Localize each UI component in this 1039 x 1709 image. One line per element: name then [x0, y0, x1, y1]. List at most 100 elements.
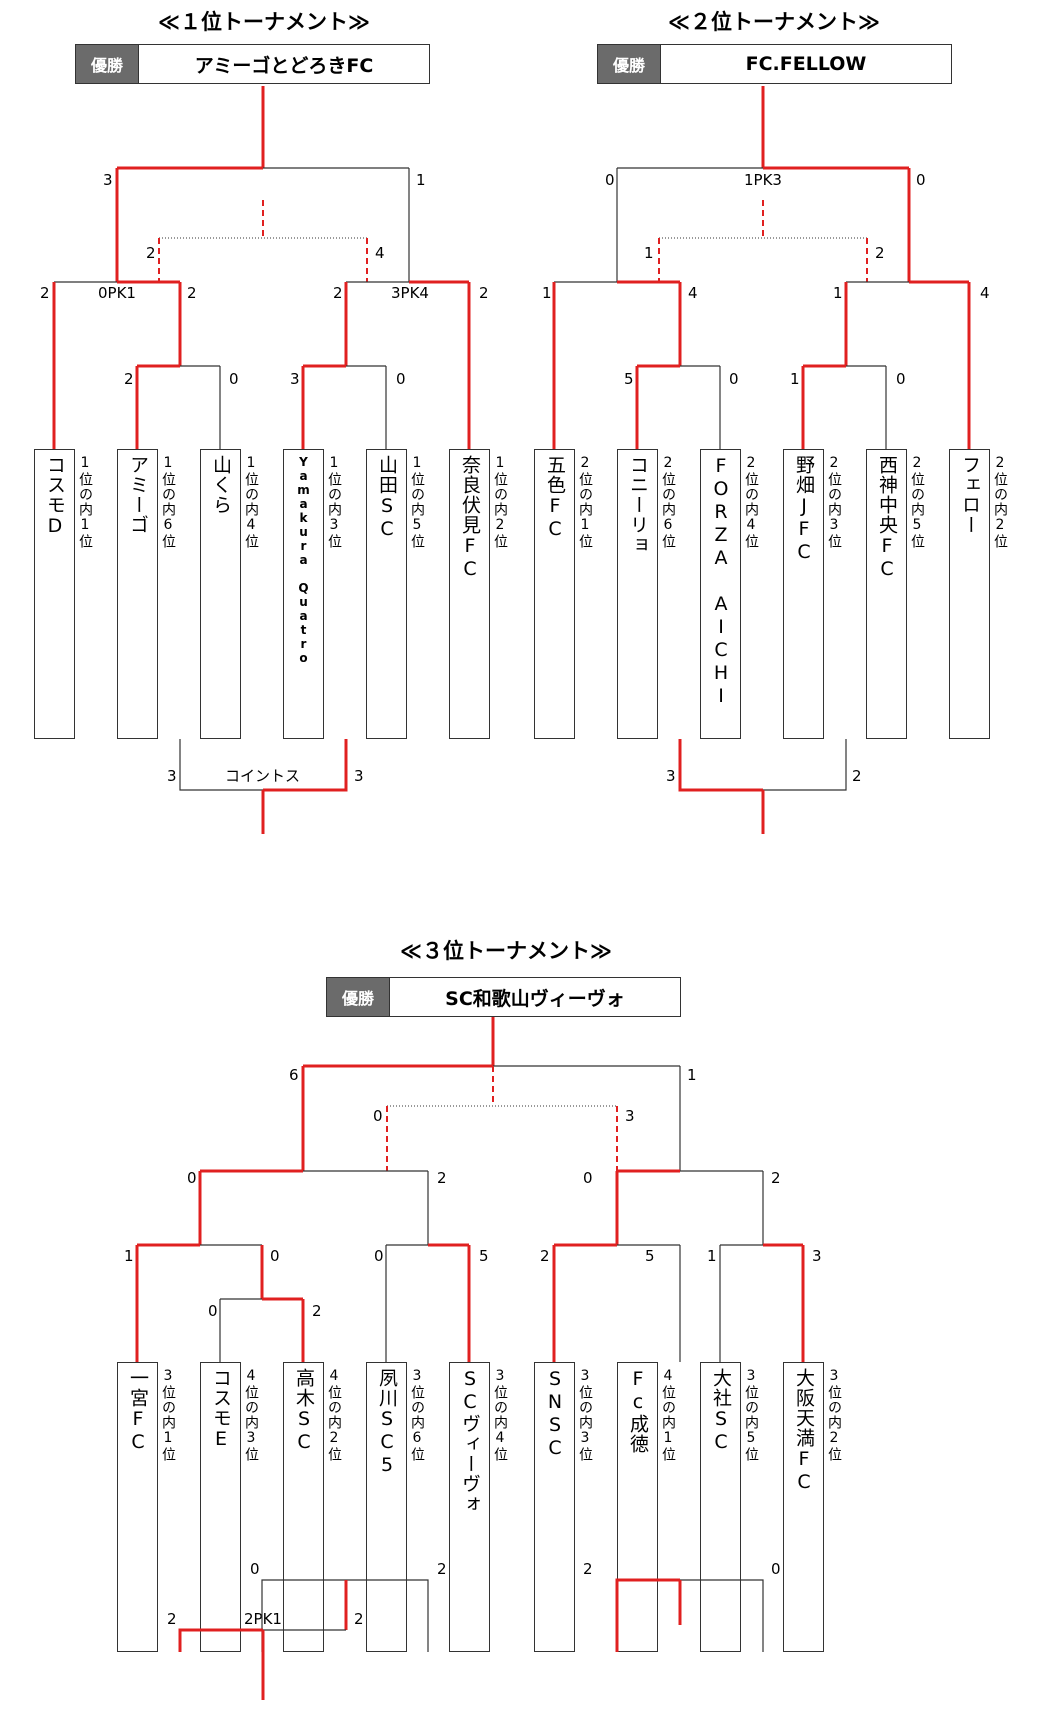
- team-name: Yamakura Quatro: [296, 455, 311, 665]
- winner-path-line: [678, 739, 763, 792]
- team-rank: 1位の内3位: [326, 455, 342, 549]
- score-label: 5: [645, 1247, 655, 1265]
- team-rank: 3位の内1位: [160, 1368, 176, 1462]
- team-name: 山田SC: [376, 455, 398, 541]
- team-box: 高木SC: [283, 1362, 324, 1652]
- score-label: 2: [312, 1302, 322, 1320]
- score-label: 1: [790, 370, 800, 388]
- tournament-1-winner: アミーゴとどろきFC: [138, 45, 429, 83]
- team-box: コスモD: [34, 449, 75, 739]
- team-name: 野畑JFC: [793, 455, 815, 564]
- score-label: 0: [729, 370, 739, 388]
- score-label: 3: [812, 1247, 822, 1265]
- score-label: 2: [167, 1610, 177, 1628]
- tournament-2-winner: FC.FELLOW: [660, 45, 951, 83]
- team-box: 五色FC: [534, 449, 575, 739]
- team-rank: 2位の内6位: [660, 455, 676, 549]
- score-label: 0: [896, 370, 906, 388]
- score-label: 2: [187, 284, 197, 302]
- team-box: 西神中央FC: [866, 449, 907, 739]
- score-label: 3PK4: [391, 284, 429, 302]
- team-rank: 2位の内3位: [826, 455, 842, 549]
- winner-label: 優勝: [327, 978, 389, 1016]
- score-label: 1: [542, 284, 552, 302]
- team-box: FORZA AICHI: [700, 449, 741, 739]
- score-label: 1: [707, 1247, 717, 1265]
- team-rank: 1位の内2位: [492, 455, 508, 549]
- team-box: コスモE: [200, 1362, 241, 1652]
- team-box: SCヴィーヴォ: [449, 1362, 490, 1652]
- score-label: 1: [124, 1247, 134, 1265]
- team-rank: 3位の内2位: [826, 1368, 842, 1462]
- tournament-3-winner: SC和歌山ヴィーヴォ: [389, 978, 680, 1016]
- team-rank: 4位の内2位: [326, 1368, 342, 1462]
- team-box: 大社SC: [700, 1362, 741, 1652]
- score-label: 3: [103, 171, 113, 189]
- team-name: コスモE: [210, 1368, 232, 1451]
- team-name: 一宮FC: [127, 1368, 149, 1454]
- score-label: 4: [980, 284, 990, 302]
- team-name: 大阪天満FC: [793, 1368, 815, 1494]
- team-box: 山田SC: [366, 449, 407, 739]
- score-label: 3: [290, 370, 300, 388]
- score-label: 1: [416, 171, 426, 189]
- team-rank: 3位の内4位: [492, 1368, 508, 1462]
- tournament-1-winner-box: 優勝 アミーゴとどろきFC: [75, 44, 430, 84]
- team-box: 夙川SC5: [366, 1362, 407, 1652]
- score-label: 3: [354, 767, 364, 785]
- team-name: フェロー: [959, 455, 981, 535]
- team-box: 一宮FC: [117, 1362, 158, 1652]
- score-label: 2: [583, 1560, 593, 1578]
- winner-label: 優勝: [598, 45, 660, 83]
- score-label: 6: [289, 1066, 299, 1084]
- score-label: 0PK1: [98, 284, 136, 302]
- team-name: SNSC: [544, 1368, 566, 1460]
- team-rank: 1位の内6位: [160, 455, 176, 549]
- team-rank: 3位の内5位: [743, 1368, 759, 1462]
- team-rank: 3位の内6位: [409, 1368, 425, 1462]
- score-label: 3: [625, 1107, 635, 1125]
- team-name: コニーリョ: [627, 455, 649, 555]
- score-label: 5: [624, 370, 634, 388]
- score-label: 0: [229, 370, 239, 388]
- score-label: 2PK1: [244, 1610, 282, 1628]
- score-label: 2: [437, 1169, 447, 1187]
- tournament-1-title: ≪１位トーナメント≫: [158, 10, 370, 34]
- tournament-2-winner-box: 優勝 FC.FELLOW: [597, 44, 952, 84]
- score-label: 0: [396, 370, 406, 388]
- team-box: SNSC: [534, 1362, 575, 1652]
- team-box: Fc成徳: [617, 1362, 658, 1652]
- winner-label: 優勝: [76, 45, 138, 83]
- tournament-3-winner-box: 優勝 SC和歌山ヴィーヴォ: [326, 977, 681, 1017]
- score-label: 2: [124, 370, 134, 388]
- score-label: 3: [167, 767, 177, 785]
- score-label: 4: [688, 284, 698, 302]
- score-label: 2: [437, 1560, 447, 1578]
- score-label: 0: [250, 1560, 260, 1578]
- score-label: 2: [771, 1169, 781, 1187]
- team-name: 大社SC: [710, 1368, 732, 1454]
- team-name: 五色FC: [544, 455, 566, 541]
- team-box: 山くら: [200, 449, 241, 739]
- team-box: フェロー: [949, 449, 990, 739]
- score-label: 2: [146, 244, 156, 262]
- team-rank: 2位の内1位: [577, 455, 593, 549]
- score-label: 0: [270, 1247, 280, 1265]
- score-label: 2: [852, 767, 862, 785]
- score-label: 3: [666, 767, 676, 785]
- score-label: 1: [644, 244, 654, 262]
- score-label: 1: [833, 284, 843, 302]
- score-label: 0: [187, 1169, 197, 1187]
- score-label: 0: [374, 1247, 384, 1265]
- score-label: 5: [479, 1247, 489, 1265]
- score-label: 0: [583, 1169, 593, 1187]
- score-label: 0: [208, 1302, 218, 1320]
- team-box: Yamakura Quatro: [283, 449, 324, 739]
- team-rank: 2位の内4位: [743, 455, 759, 549]
- score-label: 0: [771, 1560, 781, 1578]
- team-rank: 3位の内3位: [577, 1368, 593, 1462]
- team-box: 大阪天満FC: [783, 1362, 824, 1652]
- team-name: 奈良伏見FC: [459, 455, 481, 581]
- team-rank: 4位の内1位: [660, 1368, 676, 1462]
